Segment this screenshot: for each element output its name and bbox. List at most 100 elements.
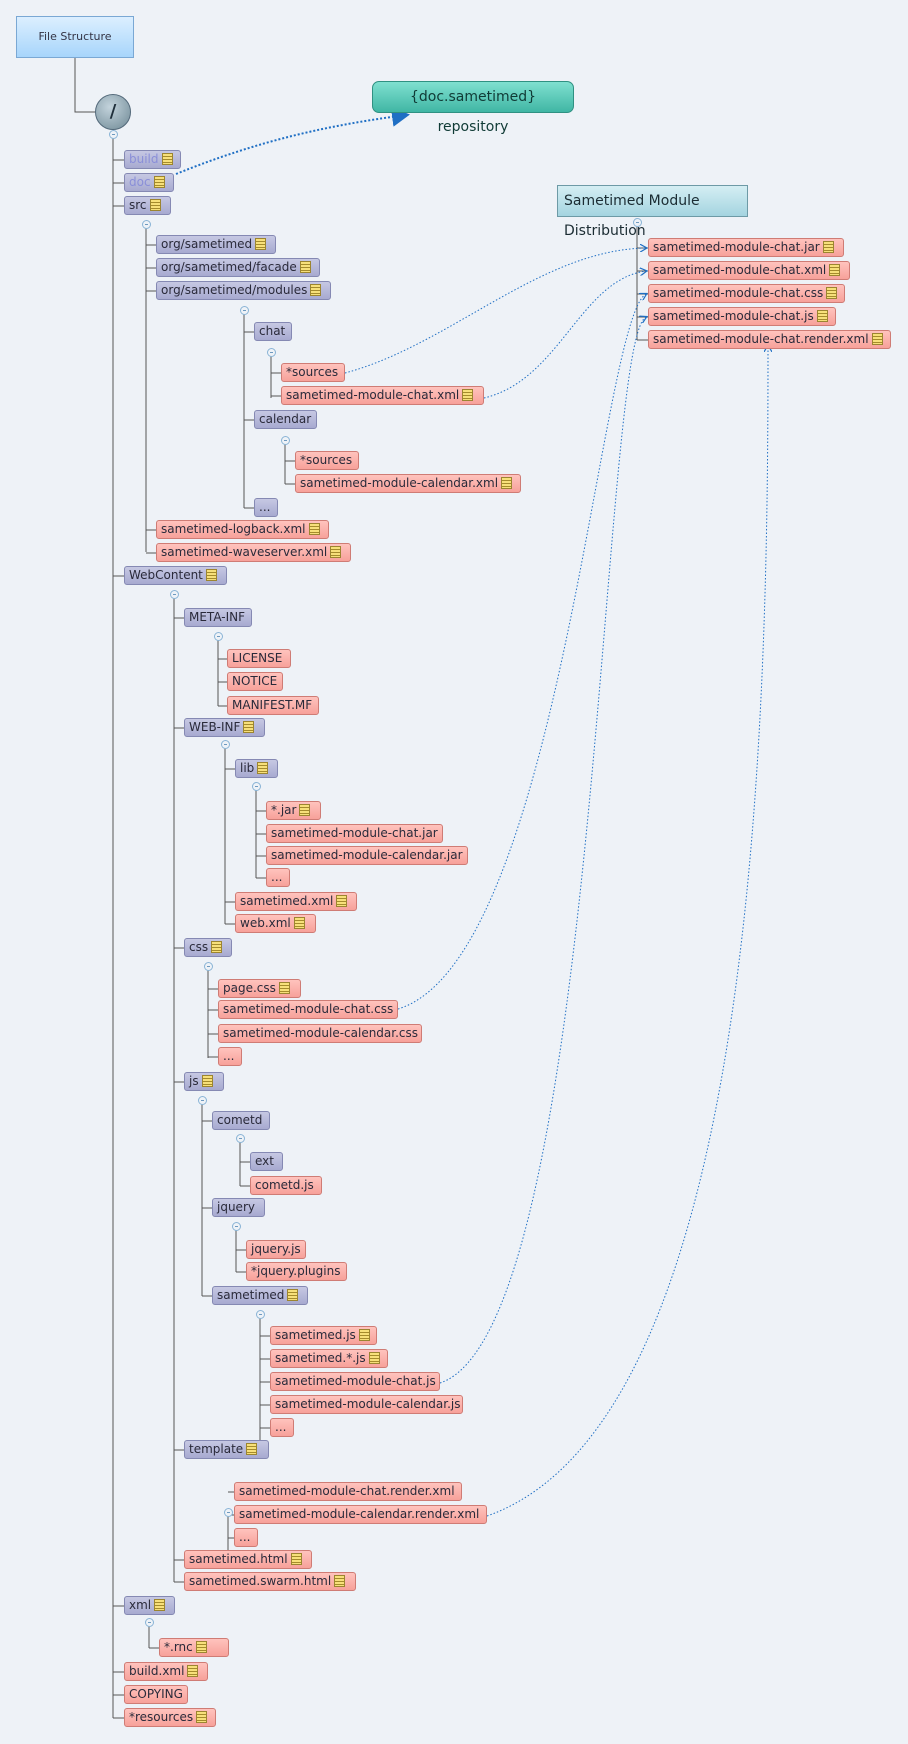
file-node-copying[interactable]: COPYING (124, 1685, 188, 1704)
folder-node-webinf[interactable]: WEB-INF (184, 718, 265, 737)
folder-node-jquery[interactable]: jquery (212, 1198, 265, 1217)
file-node-sametimed-html[interactable]: sametimed.html (184, 1550, 312, 1569)
file-node-tpl-chat[interactable]: sametimed-module-chat.render.xml (234, 1482, 462, 1501)
dist-node-css[interactable]: sametimed-module-chat.css (648, 284, 845, 303)
collapse-toggle-icon[interactable] (232, 1222, 241, 1231)
file-node-sametimed-js[interactable]: sametimed.js (270, 1326, 377, 1345)
note-icon[interactable] (358, 1329, 370, 1341)
note-icon[interactable] (299, 804, 311, 816)
note-icon[interactable] (196, 1711, 208, 1723)
dist-node-jar[interactable]: sametimed-module-chat.jar (648, 238, 844, 257)
file-node-rnc[interactable]: *.rnc (159, 1638, 229, 1657)
collapse-toggle-icon[interactable] (240, 306, 249, 315)
note-icon[interactable] (826, 287, 838, 299)
folder-node-js[interactable]: js (184, 1072, 224, 1091)
collapse-toggle-icon[interactable] (221, 740, 230, 749)
dist-node-render[interactable]: sametimed-module-chat.render.xml (648, 330, 891, 349)
file-node-chat-sources[interactable]: *sources (281, 363, 345, 382)
file-node-page-css[interactable]: page.css (218, 979, 301, 998)
file-node-css-more[interactable]: ... (218, 1047, 242, 1066)
file-node-lib-cal[interactable]: sametimed-module-calendar.jar (266, 846, 468, 865)
file-node-jar[interactable]: *.jar (266, 801, 321, 820)
file-node-logback[interactable]: sametimed-logback.xml (156, 520, 329, 539)
note-icon[interactable] (246, 1443, 258, 1455)
note-icon[interactable] (154, 1599, 166, 1611)
folder-node-doc[interactable]: doc (124, 173, 174, 192)
dist-node-xml[interactable]: sametimed-module-chat.xml (648, 261, 850, 280)
file-node-sametimed-star-js[interactable]: sametimed.*.js (270, 1349, 388, 1368)
collapse-toggle-icon[interactable] (224, 1508, 233, 1517)
file-node-css-chat[interactable]: sametimed-module-chat.css (218, 1000, 398, 1019)
file-node-cometd-js[interactable]: cometd.js (250, 1176, 322, 1195)
file-node-license[interactable]: LICENSE (227, 649, 291, 668)
folder-node-lib[interactable]: lib (235, 759, 278, 778)
collapse-toggle-icon[interactable] (170, 590, 179, 599)
folder-node-chat[interactable]: chat (254, 322, 292, 341)
note-icon[interactable] (255, 238, 267, 250)
note-icon[interactable] (816, 310, 828, 322)
note-icon[interactable] (330, 546, 342, 558)
note-icon[interactable] (161, 153, 173, 165)
collapse-toggle-icon[interactable] (109, 130, 118, 139)
note-icon[interactable] (334, 1575, 346, 1587)
note-icon[interactable] (211, 941, 223, 953)
file-node-css-cal[interactable]: sametimed-module-calendar.css (218, 1024, 422, 1043)
file-node-resources[interactable]: *resources (124, 1708, 216, 1727)
folder-node-xml[interactable]: xml (124, 1596, 175, 1615)
note-icon[interactable] (822, 241, 834, 253)
collapse-toggle-icon[interactable] (633, 218, 642, 227)
note-icon[interactable] (278, 982, 290, 994)
collapse-toggle-icon[interactable] (214, 632, 223, 641)
note-icon[interactable] (299, 261, 311, 273)
note-icon[interactable] (287, 1289, 299, 1301)
folder-node-ext[interactable]: ext (250, 1152, 283, 1171)
file-node-js-chat[interactable]: sametimed-module-chat.js (270, 1372, 440, 1391)
note-icon[interactable] (368, 1352, 380, 1364)
note-icon[interactable] (336, 895, 348, 907)
collapse-toggle-icon[interactable] (252, 782, 261, 791)
folder-node-webcontent[interactable]: WebContent (124, 566, 227, 585)
distribution-node[interactable]: Sametimed Module Distribution (557, 185, 748, 239)
note-icon[interactable] (257, 762, 269, 774)
note-icon[interactable] (829, 264, 841, 276)
folder-node-cometd[interactable]: cometd (212, 1111, 270, 1130)
note-icon[interactable] (243, 721, 255, 733)
file-node-swarm-html[interactable]: sametimed.swarm.html (184, 1572, 356, 1591)
note-icon[interactable] (187, 1665, 199, 1677)
note-icon[interactable] (153, 176, 165, 188)
file-node-cal-xml[interactable]: sametimed-module-calendar.xml (295, 474, 521, 493)
file-node-lib-chat[interactable]: sametimed-module-chat.jar (266, 824, 443, 843)
file-node-js-more[interactable]: ... (270, 1418, 294, 1437)
collapse-toggle-icon[interactable] (198, 1096, 207, 1105)
note-icon[interactable] (293, 917, 305, 929)
collapse-toggle-icon[interactable] (145, 1618, 154, 1627)
note-icon[interactable] (310, 284, 322, 296)
file-node-js-cal[interactable]: sametimed-module-calendar.js (270, 1395, 463, 1414)
note-icon[interactable] (462, 389, 474, 401)
collapse-toggle-icon[interactable] (142, 220, 151, 229)
note-icon[interactable] (201, 1075, 213, 1087)
folder-node-mod-more[interactable]: ... (254, 498, 278, 517)
note-icon[interactable] (501, 477, 513, 489)
folder-node-org-facade[interactable]: org/sametimed/facade (156, 258, 320, 277)
note-icon[interactable] (871, 333, 883, 345)
collapse-toggle-icon[interactable] (281, 436, 290, 445)
file-node-tpl-more[interactable]: ... (234, 1528, 258, 1547)
note-icon[interactable] (205, 569, 217, 581)
folder-node-org-modules[interactable]: org/sametimed/modules (156, 281, 331, 300)
note-icon[interactable] (290, 1553, 302, 1565)
note-icon[interactable] (149, 199, 161, 211)
folder-node-src[interactable]: src (124, 196, 171, 215)
collapse-toggle-icon[interactable] (267, 348, 276, 357)
folder-node-metainf[interactable]: META-INF (184, 608, 252, 627)
root-node[interactable]: / (95, 94, 131, 130)
folder-node-calendar[interactable]: calendar (254, 410, 317, 429)
folder-node-org-sametimed[interactable]: org/sametimed (156, 235, 276, 254)
file-node-waveserver[interactable]: sametimed-waveserver.xml (156, 543, 351, 562)
file-node-manifest[interactable]: MANIFEST.MF (227, 696, 319, 715)
file-node-chat-xml[interactable]: sametimed-module-chat.xml (281, 386, 484, 405)
repository-node[interactable]: {doc.sametimed} repository (372, 81, 574, 135)
dist-node-js[interactable]: sametimed-module-chat.js (648, 307, 836, 326)
note-icon[interactable] (308, 523, 320, 535)
file-node-jquery-js[interactable]: jquery.js (246, 1240, 306, 1259)
